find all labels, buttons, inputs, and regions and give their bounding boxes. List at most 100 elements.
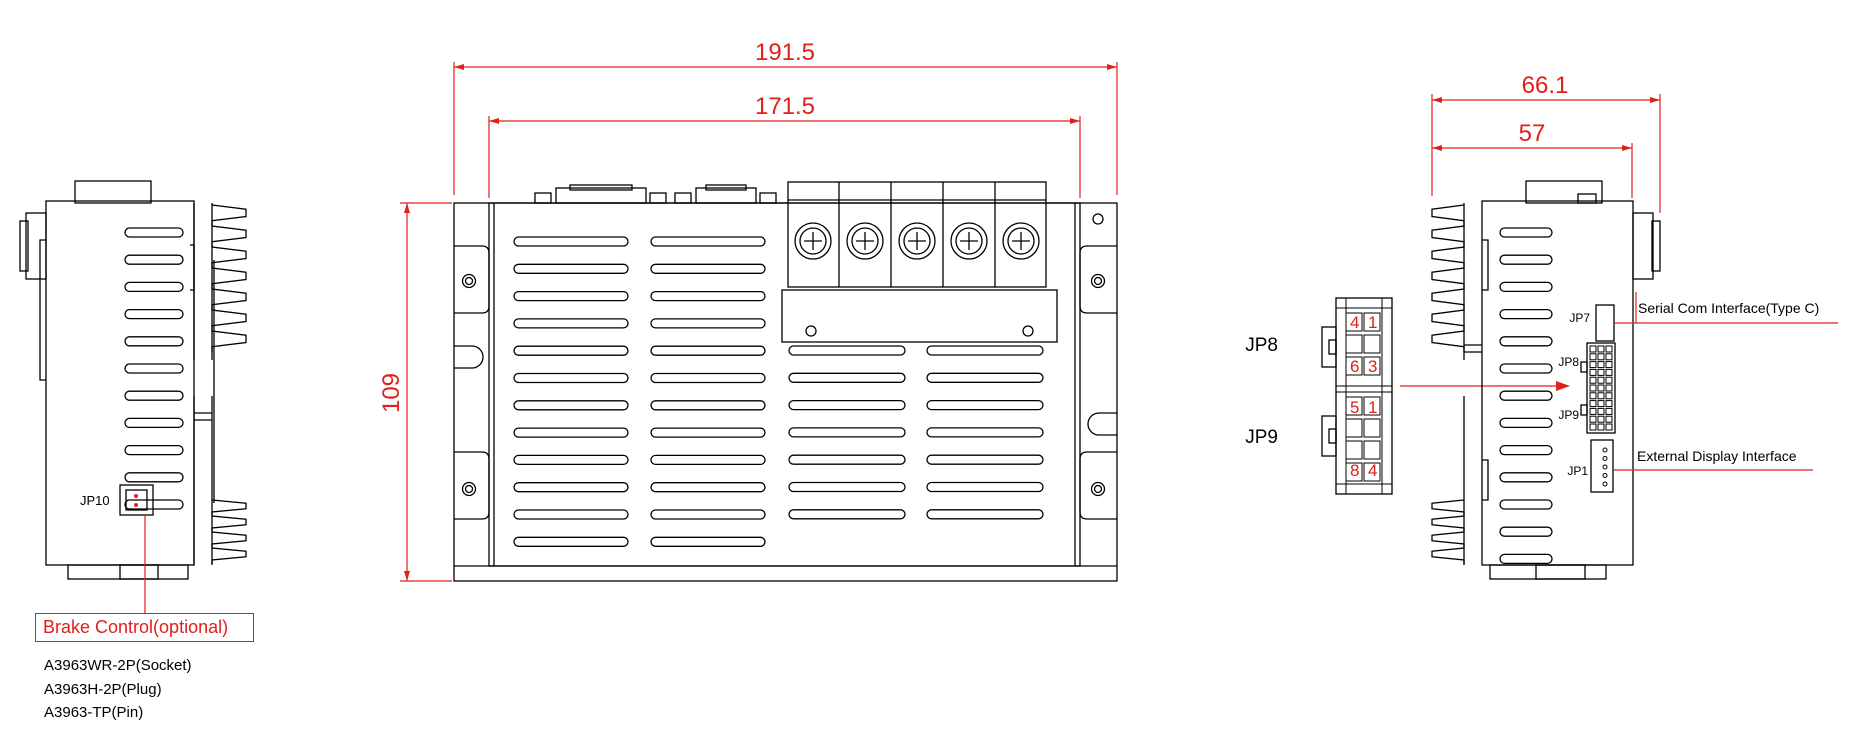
vent-slot — [926, 345, 1044, 356]
pin-cell — [1345, 396, 1363, 416]
vent-slot — [124, 281, 184, 293]
pin-cell — [1589, 345, 1597, 353]
jp9-pin-a: 5 — [1350, 398, 1359, 417]
pin-cell — [1605, 392, 1613, 400]
vent-slot — [124, 254, 184, 265]
vent-slot — [650, 372, 766, 384]
pin-cell — [1589, 368, 1597, 376]
vent-slot — [124, 336, 184, 347]
vent-slot — [650, 345, 766, 356]
pin-cell — [1589, 392, 1597, 400]
vent-slot — [926, 427, 1044, 438]
pin-cell — [1345, 418, 1363, 438]
vent-slot — [926, 509, 1044, 520]
pin-cell — [1363, 462, 1381, 482]
vent-slot — [926, 454, 1044, 465]
jp9-label: JP9 — [1558, 408, 1579, 422]
vent-slot — [788, 345, 906, 356]
jp9-pin-b: 1 — [1368, 398, 1377, 417]
jp8-pin-a: 4 — [1350, 313, 1359, 332]
vent-slot — [124, 417, 184, 429]
terminal-screw-head — [1007, 227, 1035, 255]
dim-side-outer-width: 66.1 — [1522, 72, 1569, 99]
vent-slot — [513, 318, 629, 329]
vent-slot — [788, 399, 906, 411]
pin-cell — [1605, 407, 1613, 415]
pin-cell — [1589, 384, 1597, 392]
connector-detail — [1321, 297, 1393, 495]
vent-slot — [1499, 390, 1553, 401]
vent-slot — [513, 345, 629, 356]
pin-cell — [1589, 415, 1597, 423]
serial-com-label: Serial Com Interface(Type C) — [1638, 300, 1819, 316]
pin-cell — [1589, 376, 1597, 384]
vent-slot — [1499, 336, 1553, 347]
terminal-screw — [898, 222, 936, 260]
vent-slot — [513, 427, 629, 438]
pin — [1602, 464, 1608, 470]
pin-cell — [1597, 384, 1605, 392]
vent-slot — [1499, 444, 1553, 456]
vent-slot — [926, 372, 1044, 383]
jp9-pin-c: 8 — [1350, 461, 1359, 480]
pin-cell — [1597, 345, 1605, 353]
vent-slot — [1499, 363, 1553, 374]
jp8-pin-c: 6 — [1350, 357, 1359, 376]
pin — [1602, 447, 1608, 453]
vent-slot — [124, 227, 184, 238]
pin-cell — [1597, 400, 1605, 408]
vent-slot — [650, 263, 766, 274]
pin-cell — [1597, 423, 1605, 431]
pin-cell — [1589, 353, 1597, 361]
right-side-view — [1431, 180, 1838, 580]
vent-slot — [926, 481, 1044, 493]
brake-part-pin: A3963-TP(Pin) — [44, 704, 144, 721]
heatsink-fins — [211, 499, 247, 564]
pin-cell — [1605, 400, 1613, 408]
side-dimensions — [1431, 94, 1661, 213]
vent-slot — [926, 399, 1044, 411]
pin-cell — [1597, 415, 1605, 423]
brake-part-list: A3963WR-2P(Socket) A3963H-2P(Plug) A3963… — [44, 654, 192, 725]
vent-slot — [124, 390, 184, 401]
vent-slot — [513, 236, 629, 247]
jp8-label: JP8 — [1558, 355, 1579, 369]
vent-slot — [650, 400, 766, 411]
pin-cell — [1345, 312, 1363, 332]
jp8-large-label: JP8 — [1245, 335, 1278, 356]
pin — [1602, 456, 1608, 461]
pin-cell — [1589, 400, 1597, 408]
vent-slot — [788, 427, 906, 438]
vent-slot — [124, 472, 184, 483]
vent-slot — [788, 454, 906, 465]
brake-part-plug: A3963H-2P(Plug) — [44, 680, 162, 698]
pin-cell — [1345, 334, 1363, 354]
vent-slot — [650, 509, 766, 520]
vent-slot — [650, 482, 766, 493]
vent-slot — [1499, 526, 1553, 537]
front-view — [453, 181, 1118, 582]
vent-slot — [788, 372, 906, 383]
jp7-label: JP7 — [1569, 311, 1590, 325]
jp10-label: JP10 — [80, 493, 110, 508]
pin-cell — [1605, 368, 1613, 376]
heatsink-fins — [1431, 204, 1465, 352]
pin-cell — [1597, 368, 1605, 376]
vent-slot — [1499, 472, 1553, 483]
pin-cell — [1345, 440, 1363, 460]
vent-slot — [650, 290, 766, 302]
pin — [1602, 473, 1608, 478]
pin — [1602, 481, 1608, 487]
vent-slot — [513, 454, 629, 466]
vent-slot — [788, 509, 906, 520]
vent-slot — [513, 372, 629, 384]
jp8-pin-d: 3 — [1368, 357, 1377, 376]
dim-front-height: 109 — [378, 373, 405, 413]
pin-cell — [1605, 345, 1613, 353]
pin-cell — [1597, 376, 1605, 384]
pin-cell — [1363, 440, 1381, 460]
pin-cell — [1605, 361, 1613, 369]
vent-slot — [1499, 308, 1553, 320]
pin-cell — [1605, 423, 1613, 431]
left-side-view — [19, 180, 247, 613]
